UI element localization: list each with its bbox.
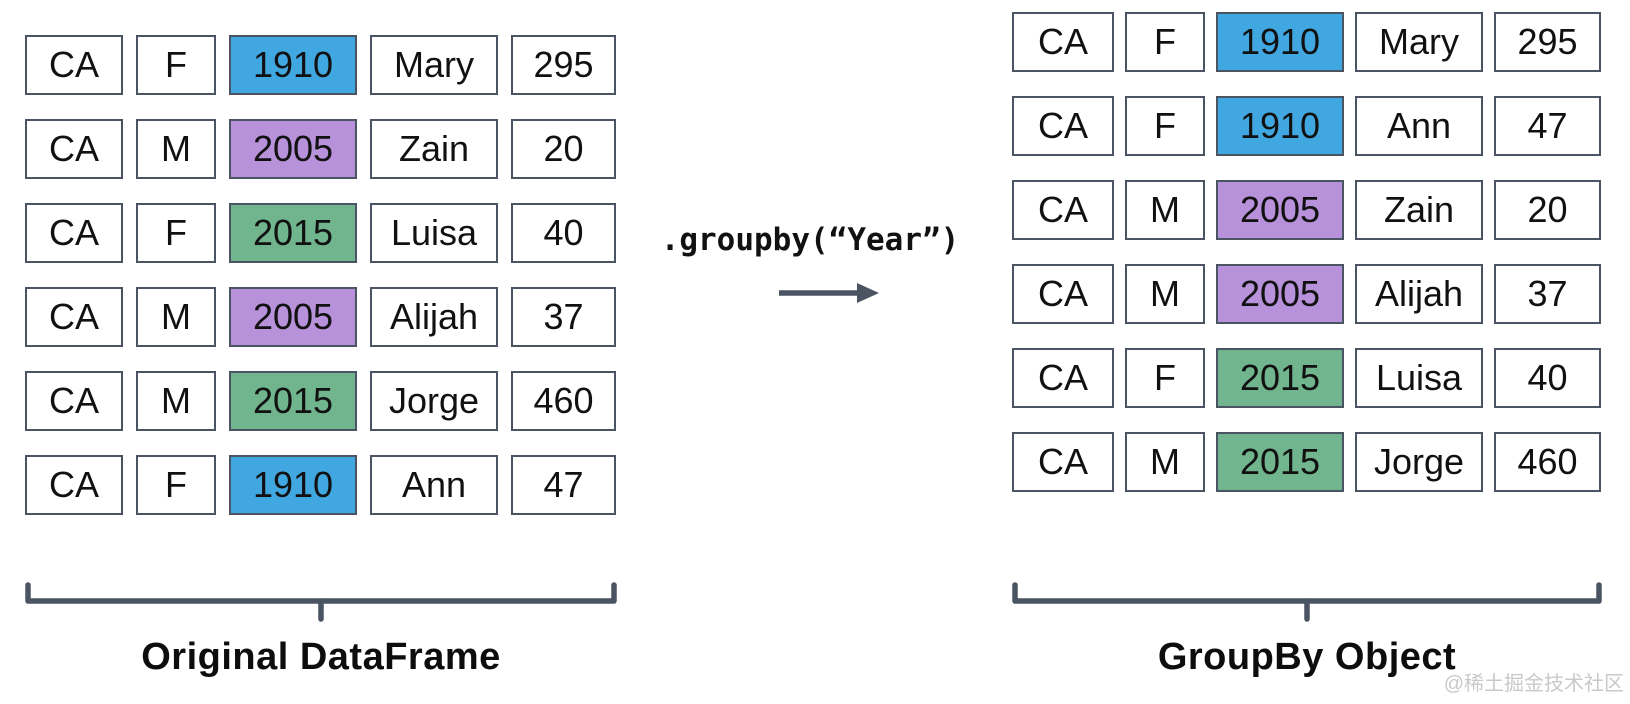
cell-name: Mary bbox=[1355, 12, 1483, 72]
cell-year: 1910 bbox=[1216, 12, 1344, 72]
cell-count: 295 bbox=[511, 35, 616, 95]
cell-state: CA bbox=[1012, 96, 1114, 156]
cell-year: 2015 bbox=[1216, 432, 1344, 492]
cell-name: Zain bbox=[370, 119, 498, 179]
cell-name: Jorge bbox=[370, 371, 498, 431]
cell-year: 2015 bbox=[229, 371, 357, 431]
cell-year: 2005 bbox=[1216, 264, 1344, 324]
cell-count: 47 bbox=[511, 455, 616, 515]
cell-name: Luisa bbox=[370, 203, 498, 263]
left-brace bbox=[25, 582, 617, 622]
cell-sex: F bbox=[136, 455, 216, 515]
cell-sex: M bbox=[1125, 180, 1205, 240]
cell-count: 20 bbox=[511, 119, 616, 179]
cell-year: 2015 bbox=[1216, 348, 1344, 408]
cell-sex: M bbox=[136, 371, 216, 431]
cell-state: CA bbox=[1012, 180, 1114, 240]
cell-sex: M bbox=[1125, 432, 1205, 492]
cell-state: CA bbox=[1012, 264, 1114, 324]
right-caption: GroupBy Object bbox=[1157, 636, 1457, 678]
cell-count: 47 bbox=[1494, 96, 1601, 156]
cell-name: Jorge bbox=[1355, 432, 1483, 492]
cell-sex: M bbox=[1125, 264, 1205, 324]
watermark: @稀土掘金技术社区 bbox=[1443, 673, 1624, 695]
cell-count: 460 bbox=[511, 371, 616, 431]
cell-state: CA bbox=[25, 35, 123, 95]
cell-year: 2015 bbox=[229, 203, 357, 263]
cell-sex: F bbox=[136, 203, 216, 263]
left-caption: Original DataFrame bbox=[141, 636, 501, 678]
cell-name: Luisa bbox=[1355, 348, 1483, 408]
cell-state: CA bbox=[25, 287, 123, 347]
cell-count: 295 bbox=[1494, 12, 1601, 72]
cell-count: 460 bbox=[1494, 432, 1601, 492]
cell-sex: F bbox=[1125, 12, 1205, 72]
cell-name: Alijah bbox=[370, 287, 498, 347]
cell-name: Ann bbox=[370, 455, 498, 515]
cell-year: 1910 bbox=[229, 35, 357, 95]
groupby-code: .groupby(“Year”) bbox=[660, 222, 960, 258]
cell-state: CA bbox=[1012, 348, 1114, 408]
cell-state: CA bbox=[1012, 432, 1114, 492]
cell-state: CA bbox=[25, 119, 123, 179]
cell-name: Mary bbox=[370, 35, 498, 95]
cell-count: 37 bbox=[1494, 264, 1601, 324]
cell-name: Ann bbox=[1355, 96, 1483, 156]
cell-count: 37 bbox=[511, 287, 616, 347]
cell-count: 40 bbox=[511, 203, 616, 263]
cell-year: 1910 bbox=[1216, 96, 1344, 156]
cell-year: 2005 bbox=[229, 287, 357, 347]
cell-state: CA bbox=[25, 203, 123, 263]
right-brace bbox=[1012, 582, 1602, 622]
cell-state: CA bbox=[25, 455, 123, 515]
cell-sex: M bbox=[136, 119, 216, 179]
cell-year: 2005 bbox=[229, 119, 357, 179]
cell-count: 40 bbox=[1494, 348, 1601, 408]
cell-sex: F bbox=[1125, 96, 1205, 156]
cell-name: Zain bbox=[1355, 180, 1483, 240]
cell-year: 2005 bbox=[1216, 180, 1344, 240]
cell-state: CA bbox=[1012, 12, 1114, 72]
cell-sex: M bbox=[136, 287, 216, 347]
cell-name: Alijah bbox=[1355, 264, 1483, 324]
cell-count: 20 bbox=[1494, 180, 1601, 240]
cell-state: CA bbox=[25, 371, 123, 431]
cell-sex: F bbox=[136, 35, 216, 95]
cell-sex: F bbox=[1125, 348, 1205, 408]
arrow-right-icon bbox=[779, 283, 879, 303]
cell-year: 1910 bbox=[229, 455, 357, 515]
